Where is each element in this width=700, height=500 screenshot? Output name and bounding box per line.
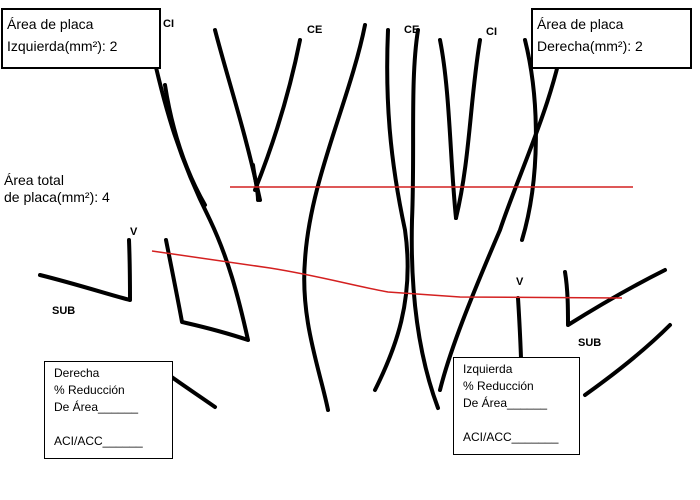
vessel-ce-right-b: [454, 38, 482, 220]
total-plaque-area: Área total de placa(mm²): 4: [4, 172, 110, 206]
vessel-ce-left-b: [253, 38, 302, 192]
right-form-area-field[interactable]: De Área______: [54, 400, 139, 414]
vessel-sub-right: [563, 268, 667, 327]
vessel-center-right-1: [409, 28, 440, 410]
form-spacer: [463, 412, 570, 429]
plaque-area-right-box: Área de placa Derecha(mm²): 2: [531, 8, 692, 69]
left-form-area-field[interactable]: De Área______: [463, 396, 548, 410]
form-spacer: [54, 416, 163, 433]
vessel-vertebral-left: [38, 238, 132, 302]
vessel-center-left-2: [373, 28, 410, 392]
label-ci-right: CI: [486, 26, 497, 38]
left-form-title: Izquierda: [463, 362, 513, 376]
right-form-title: Derecha: [54, 366, 100, 380]
label-ci-left: CI: [163, 18, 174, 30]
vessel-ci-left-inner: [163, 83, 207, 207]
label-v-right: V: [516, 276, 524, 288]
vessel-ci-right-outer: [520, 38, 538, 242]
label-ce-right: CE: [404, 24, 420, 36]
plaque-area-right-value: Derecha(mm²): 2: [537, 38, 643, 54]
label-sub-left: SUB: [52, 305, 76, 317]
vessel-ce-left-bulb: [251, 163, 260, 202]
right-form-ratio-field[interactable]: ACI/ACC______: [54, 434, 143, 448]
left-form-ratio-field[interactable]: ACI/ACC_______: [463, 430, 559, 444]
vessel-ce-right-a: [438, 38, 458, 220]
plaque-area-left-heading: Área de placa: [7, 16, 94, 32]
total-plaque-area-heading: Área total: [4, 172, 64, 188]
plaque-area-right-heading: Área de placa: [537, 16, 624, 32]
vessel-center-right-2: [438, 23, 568, 392]
plaque-area-left-value: Izquierda(mm²): 2: [7, 38, 118, 54]
left-reduction-form: Izquierda % Reducción De Área______ ACI/…: [453, 357, 580, 455]
plaque-area-left-box: Área de placa Izquierda(mm²): 2: [1, 8, 161, 69]
right-reduction-form: Derecha % Reducción De Área______ ACI/AC…: [44, 361, 173, 459]
total-plaque-area-value: de placa(mm²): 4: [4, 189, 110, 205]
label-ce-left: CE: [307, 24, 323, 36]
label-v-left: V: [130, 226, 138, 238]
vessel-center-left-1: [302, 23, 367, 412]
measure-line-lower: [151, 250, 623, 299]
right-form-reduction: % Reducción: [54, 383, 125, 397]
left-form-reduction: % Reducción: [463, 379, 534, 393]
vessel-branch-right-low-2: [583, 323, 672, 397]
label-sub-right: SUB: [578, 337, 602, 349]
